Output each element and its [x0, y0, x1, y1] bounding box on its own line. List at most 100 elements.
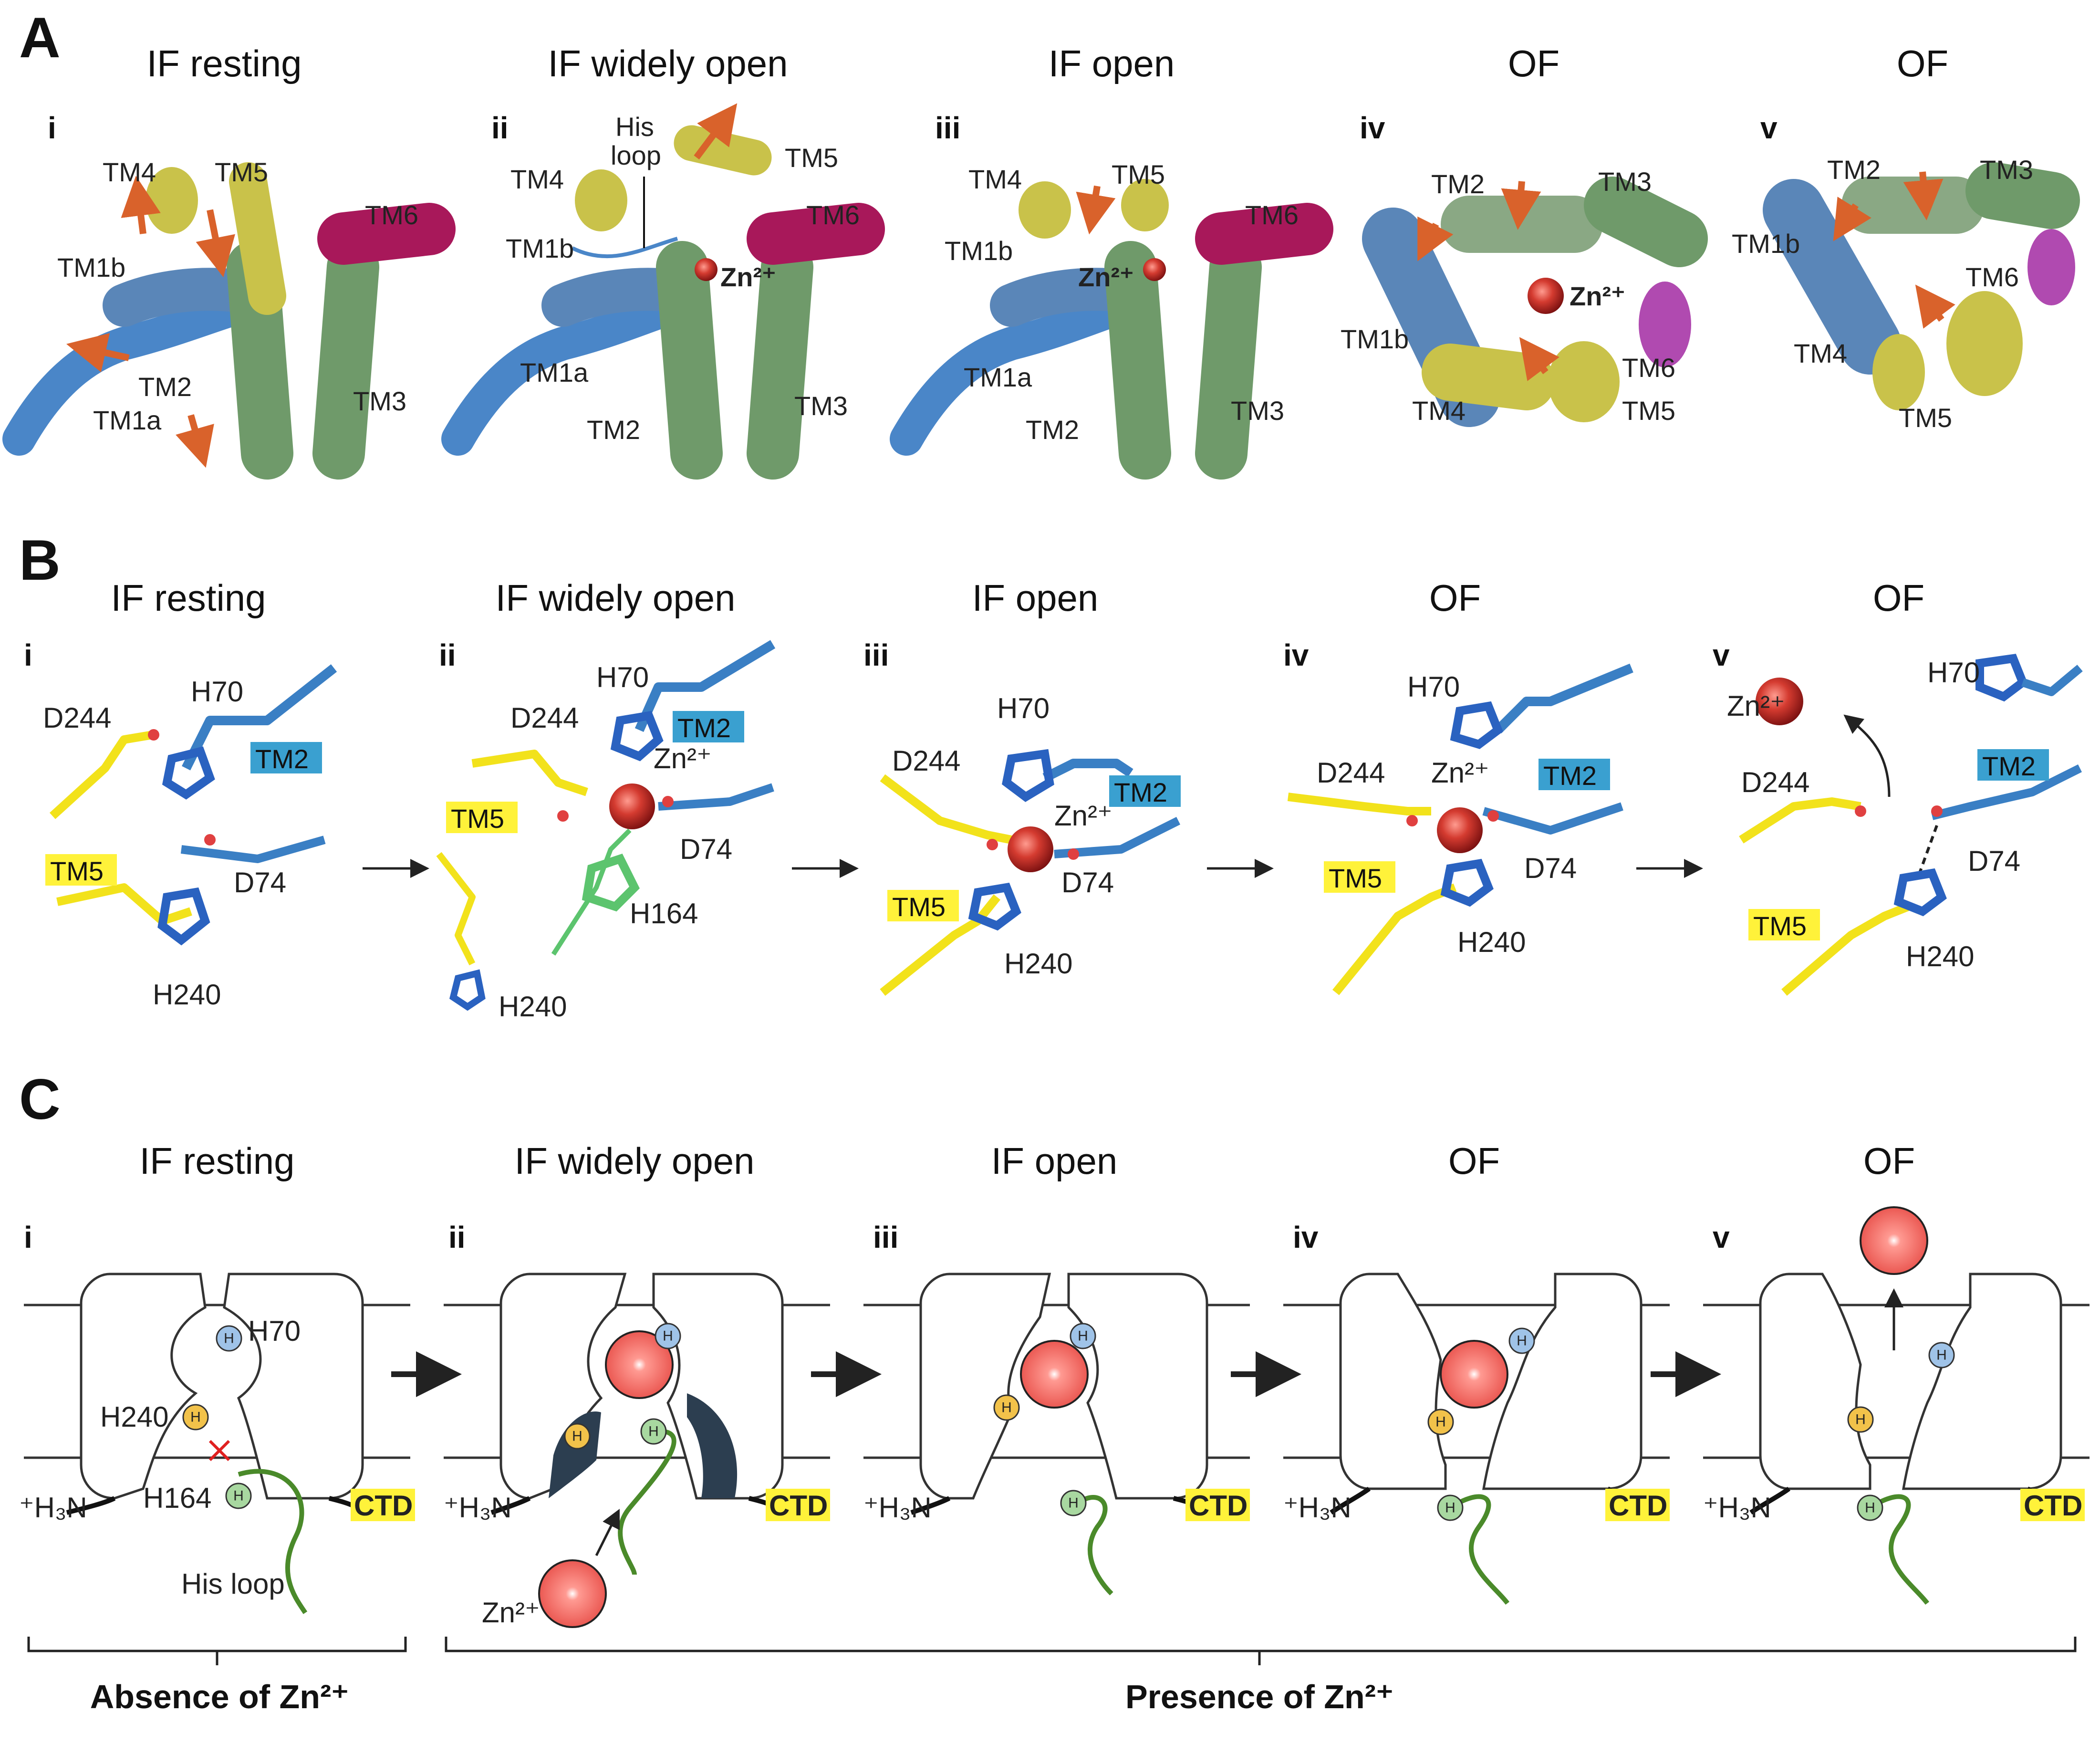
zinc-ion-large — [1020, 1340, 1089, 1409]
label-zn: Zn²⁺ — [1570, 281, 1625, 311]
label-tm1a: TM1a — [93, 405, 162, 435]
movement-arrow — [1519, 337, 1559, 381]
oxygen-atom — [1855, 805, 1866, 817]
d244-stick — [1739, 797, 1861, 844]
label-his: His — [615, 112, 654, 142]
oxygen-atom — [1487, 810, 1499, 822]
his-h164-dot — [1437, 1494, 1464, 1521]
n-terminus-tail — [1330, 1486, 1371, 1515]
tm1a-helix — [890, 289, 1147, 456]
label-h240: H240 — [1457, 926, 1526, 958]
panel-c-i-title: IF resting — [139, 1140, 294, 1182]
label-zn: Zn²⁺ — [482, 1597, 540, 1629]
panel-a-v: OF v TM2 TM3 TM1b TM6 TM4 TM5 — [1732, 42, 2080, 433]
tm5-highlight — [446, 802, 518, 833]
zinc-ion-large — [538, 1559, 607, 1628]
panel-c-iv-title: OF — [1448, 1140, 1500, 1182]
transporter-left-domain — [1759, 1273, 1871, 1490]
h70-ring — [1002, 749, 1054, 802]
label-h70: H70 — [997, 692, 1050, 724]
movement-arrow — [1833, 197, 1871, 241]
label-h240: H240 — [1906, 940, 1974, 972]
movement-arrow — [121, 176, 161, 234]
tm1b-helix — [1763, 179, 1901, 375]
d74-stick — [1931, 764, 2082, 820]
label-ctd: CTD — [354, 1490, 413, 1522]
label-tm6: TM6 — [1965, 262, 2019, 292]
tm4-helix — [1422, 344, 1555, 410]
h-label: H — [1435, 1414, 1446, 1430]
movement-arrow — [1903, 171, 1944, 220]
h240-stick — [880, 894, 1001, 996]
tm5-helix — [1121, 179, 1169, 231]
panel-b-i: IF resting i D244 H70 TM2 TM5 D74 H240 — [24, 577, 337, 1011]
h240-ring — [1893, 868, 1947, 917]
label-h70: H70 — [248, 1315, 301, 1347]
his-h164-dot — [1857, 1494, 1883, 1521]
label-d74: D74 — [680, 833, 732, 865]
transporter-right-domain — [1067, 1273, 1208, 1500]
his-h164-dot — [225, 1483, 252, 1509]
movement-arrow — [694, 103, 738, 160]
label-ctd: CTD — [2024, 1490, 2082, 1522]
h-label: H — [233, 1488, 244, 1504]
h-label: H — [1936, 1347, 1947, 1363]
tm1a-helix — [441, 289, 699, 456]
tm5-highlight — [1748, 909, 1820, 940]
h240-stick — [436, 852, 476, 966]
label-zn: Zn²⁺ — [1727, 690, 1785, 722]
panel-b-ii: IF widely open ii H70 D244 TM2 Zn²⁺ T — [436, 577, 776, 1023]
oxygen-atom — [148, 729, 159, 741]
h70-stick — [2021, 665, 2083, 696]
panel-a-iii-title: IF open — [1049, 42, 1175, 84]
label-tm3: TM3 — [1598, 167, 1652, 197]
panel-b-iii-title: IF open — [972, 577, 1099, 619]
label-zn: Zn²⁺ — [1431, 757, 1489, 789]
zinc-ion-large — [605, 1330, 674, 1399]
label-tm5: TM5 — [1753, 911, 1807, 941]
zinc-ion-large — [1860, 1206, 1928, 1275]
panel-c-ii: IF widely open ii H H H Zn²⁺ ⁺H₃N CTD — [444, 1140, 830, 1629]
d244-stick — [880, 774, 1012, 844]
panel-c: C IF resting i H H H H70 H240 H164 ⁺H₃N … — [19, 1067, 2090, 1715]
label-d244: D244 — [510, 702, 579, 734]
his-h70-dot — [1070, 1323, 1096, 1349]
oxygen-atom — [1931, 805, 1943, 817]
panel-c-letter: C — [19, 1067, 61, 1131]
tm5-highlight — [887, 890, 959, 921]
label-tm2: TM2 — [138, 372, 192, 402]
tm2-highlight — [1977, 749, 2049, 781]
zinc-ion — [609, 783, 655, 829]
label-tm6: TM6 — [1622, 353, 1675, 383]
movement-arrow — [66, 333, 130, 373]
tm4-helix — [1019, 181, 1071, 239]
oxygen-atom — [662, 796, 674, 807]
label-d74: D74 — [1968, 845, 2020, 877]
ctd-highlight — [1605, 1489, 1670, 1521]
tm5-highlight — [1324, 861, 1395, 893]
tm3-helix — [1584, 177, 1708, 267]
h240-ring — [968, 882, 1021, 931]
tm2-highlight — [1109, 775, 1181, 807]
label-d74: D74 — [1061, 867, 1114, 898]
h-label: H — [1078, 1328, 1088, 1344]
label-tm4: TM4 — [1412, 396, 1466, 426]
h164-ring — [582, 853, 640, 912]
label-tm2: TM2 — [1827, 155, 1881, 185]
panel-a-iv-roman: iv — [1360, 111, 1385, 145]
panel-a-v-roman: v — [1760, 111, 1778, 145]
entry-arrow — [595, 1509, 620, 1556]
tm3-helix — [312, 241, 379, 480]
h-label: H — [1865, 1500, 1875, 1516]
label-h70: H70 — [596, 661, 649, 693]
h70-ring — [1975, 654, 2028, 702]
label-tm3: TM3 — [353, 386, 406, 416]
h-label: H — [1517, 1333, 1527, 1349]
panel-c-i-roman: i — [24, 1220, 32, 1254]
label-tm4: TM4 — [103, 157, 156, 187]
label-absence-of-zinc: Absence of Zn²⁺ — [90, 1678, 349, 1715]
label-tm2: TM2 — [587, 415, 640, 445]
h-label: H — [190, 1410, 201, 1425]
d74-stick — [180, 835, 326, 863]
